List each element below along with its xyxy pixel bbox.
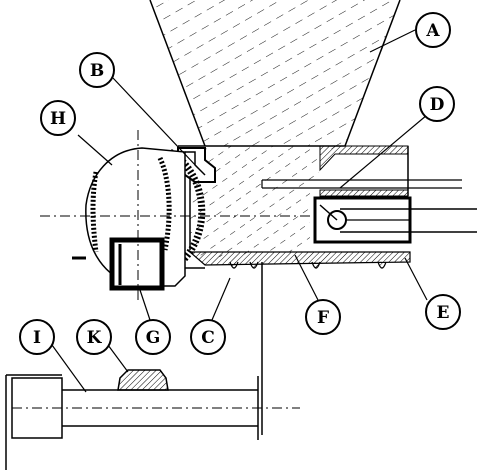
leader-lines — [51, 29, 428, 393]
callout-label-I: I — [33, 328, 41, 348]
gear-K — [117, 369, 169, 391]
callout-label-K: K — [87, 328, 103, 348]
callout-label-F: F — [317, 308, 329, 328]
callout-I: I — [19, 319, 55, 355]
callout-label-A: A — [425, 21, 440, 41]
shell-C — [181, 251, 411, 435]
callout-G: G — [135, 319, 171, 355]
callout-label-E: E — [437, 303, 450, 323]
callout-E: E — [425, 294, 461, 330]
callout-label-G: G — [146, 328, 161, 348]
callout-label-D: D — [430, 95, 445, 115]
shaft-I — [5, 369, 300, 470]
callout-F: F — [305, 299, 341, 335]
callout-label-B: B — [90, 61, 104, 81]
body-F — [178, 145, 345, 258]
callout-label-C: C — [201, 328, 215, 348]
callout-B: B — [79, 52, 115, 88]
callout-K: K — [76, 319, 112, 355]
tube-D — [261, 145, 462, 197]
callout-C: C — [190, 319, 226, 355]
piston-E — [313, 196, 477, 244]
callout-A: A — [415, 12, 451, 48]
hopper-A — [149, 0, 401, 147]
callout-D: D — [419, 86, 455, 122]
drum-H — [40, 130, 310, 300]
callout-label-H: H — [50, 109, 66, 129]
callout-H: H — [40, 100, 76, 136]
